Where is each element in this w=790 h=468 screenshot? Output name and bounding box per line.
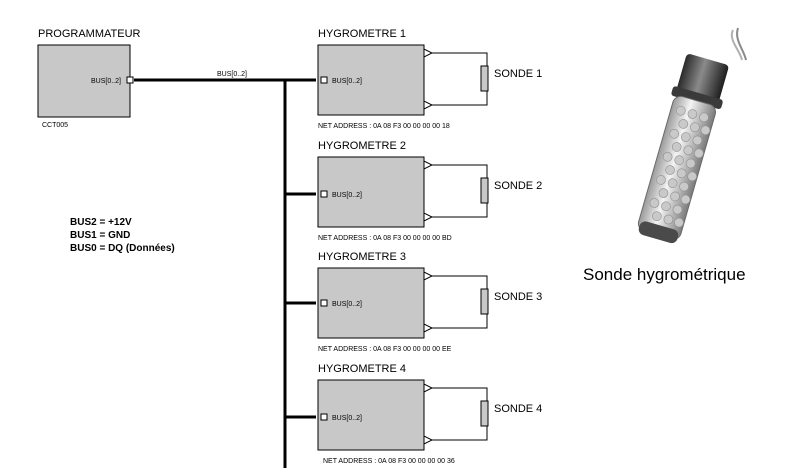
sensor-label: SONDE 4 <box>494 403 542 415</box>
sensor-label: SONDE 1 <box>494 68 542 80</box>
output-pin-bottom <box>423 212 434 222</box>
hygrometer-title: HYGROMETRE 1 <box>318 28 406 40</box>
output-pin-top <box>423 271 434 281</box>
hygrometer-port-pin <box>320 299 328 307</box>
sensor-cable <box>730 29 743 61</box>
sensor-resistor <box>480 65 489 92</box>
hygrometer-box <box>317 267 425 339</box>
hygrometer-title: HYGROMETRE 3 <box>318 251 406 263</box>
net-address: NET ADDRESS : 0A 08 F3 00 00 00 00 EE <box>318 346 452 353</box>
sensor-photo <box>637 27 747 244</box>
sensor-resistor <box>480 177 489 204</box>
output-pin-bottom <box>423 435 434 445</box>
hygrometer-block: HYGROMETRE 2 BUS[0..2] SONDE 2 NET ADDRE… <box>317 140 542 242</box>
net-address: NET ADDRESS : 0A 08 F3 00 00 00 00 18 <box>318 123 450 130</box>
bus-note-bus1: BUS1 = GND <box>70 230 130 241</box>
hygrometer-port-pin <box>320 190 328 198</box>
bus-legend: BUS2 = +12V BUS1 = GND BUS0 = DQ (Donnée… <box>70 217 175 254</box>
output-pin-top <box>423 160 434 170</box>
bus-note-bus2: BUS2 = +12V <box>70 217 132 228</box>
bus-note-bus0: BUS0 = DQ (Données) <box>70 243 175 254</box>
hygrometer-title: HYGROMETRE 4 <box>318 363 406 375</box>
sensor-wire-top <box>432 387 488 401</box>
output-pin-bottom <box>423 323 434 333</box>
sensor-wire-bottom <box>432 426 488 441</box>
main-bus: BUS[0..2] <box>134 71 316 468</box>
sensor-label: SONDE 2 <box>494 180 542 192</box>
output-pin-top <box>423 383 434 393</box>
programmer-port-label: BUS[0..2] <box>91 78 121 85</box>
sensor-wire-top <box>432 164 488 178</box>
programmer-block: PROGRAMMATEUR BUS[0..2] CCT005 <box>37 28 141 129</box>
sensor-wire-top <box>432 52 488 66</box>
output-pin-top <box>423 48 434 58</box>
sensor-wire-top <box>432 275 488 289</box>
sensor-resistor <box>480 400 489 427</box>
hygrometer-block: HYGROMETRE 1 BUS[0..2] SONDE 1 NET ADDRE… <box>317 28 542 130</box>
photo-caption: Sonde hygrométrique <box>583 265 746 284</box>
hygrometer-box <box>317 44 425 116</box>
hygrometer-block: HYGROMETRE 4 BUS[0..2] SONDE 4 NET ADDRE… <box>317 363 542 465</box>
net-address: NET ADDRESS : 0A 08 F3 00 00 00 00 BD <box>318 235 452 242</box>
hygrometer-box <box>317 379 425 451</box>
programmer-box <box>37 44 131 118</box>
sensor-cap-ring <box>671 86 723 109</box>
sensor-wire-bottom <box>432 203 488 218</box>
programmer-port-pin <box>126 76 134 84</box>
sensor-wire-bottom <box>432 314 488 329</box>
output-pin-bottom <box>423 100 434 110</box>
hygrometer-port-label: BUS[0..2] <box>332 192 362 199</box>
sensor-tip <box>638 221 679 244</box>
hygrometer-block: HYGROMETRE 3 BUS[0..2] SONDE 3 NET ADDRE… <box>317 251 542 353</box>
programmer-title: PROGRAMMATEUR <box>38 28 141 40</box>
sensor-cable-2 <box>736 27 747 61</box>
sensor-wire-bottom <box>432 91 488 106</box>
hygrometer-port-pin <box>320 413 328 421</box>
hygrometer-port-label: BUS[0..2] <box>332 415 362 422</box>
hygrometer-port-label: BUS[0..2] <box>332 78 362 85</box>
hygrometer-port-pin <box>320 76 328 84</box>
net-address: NET ADDRESS : 0A 08 F3 00 00 00 00 36 <box>323 458 455 465</box>
bus-label: BUS[0..2] <box>217 71 247 78</box>
sensor-resistor <box>480 288 489 315</box>
sensor-label: SONDE 3 <box>494 291 542 303</box>
hygrometer-title: HYGROMETRE 2 <box>318 140 406 152</box>
hygrometer-box <box>317 156 425 228</box>
hygrometer-port-label: BUS[0..2] <box>332 301 362 308</box>
programmer-ref: CCT005 <box>42 122 68 129</box>
